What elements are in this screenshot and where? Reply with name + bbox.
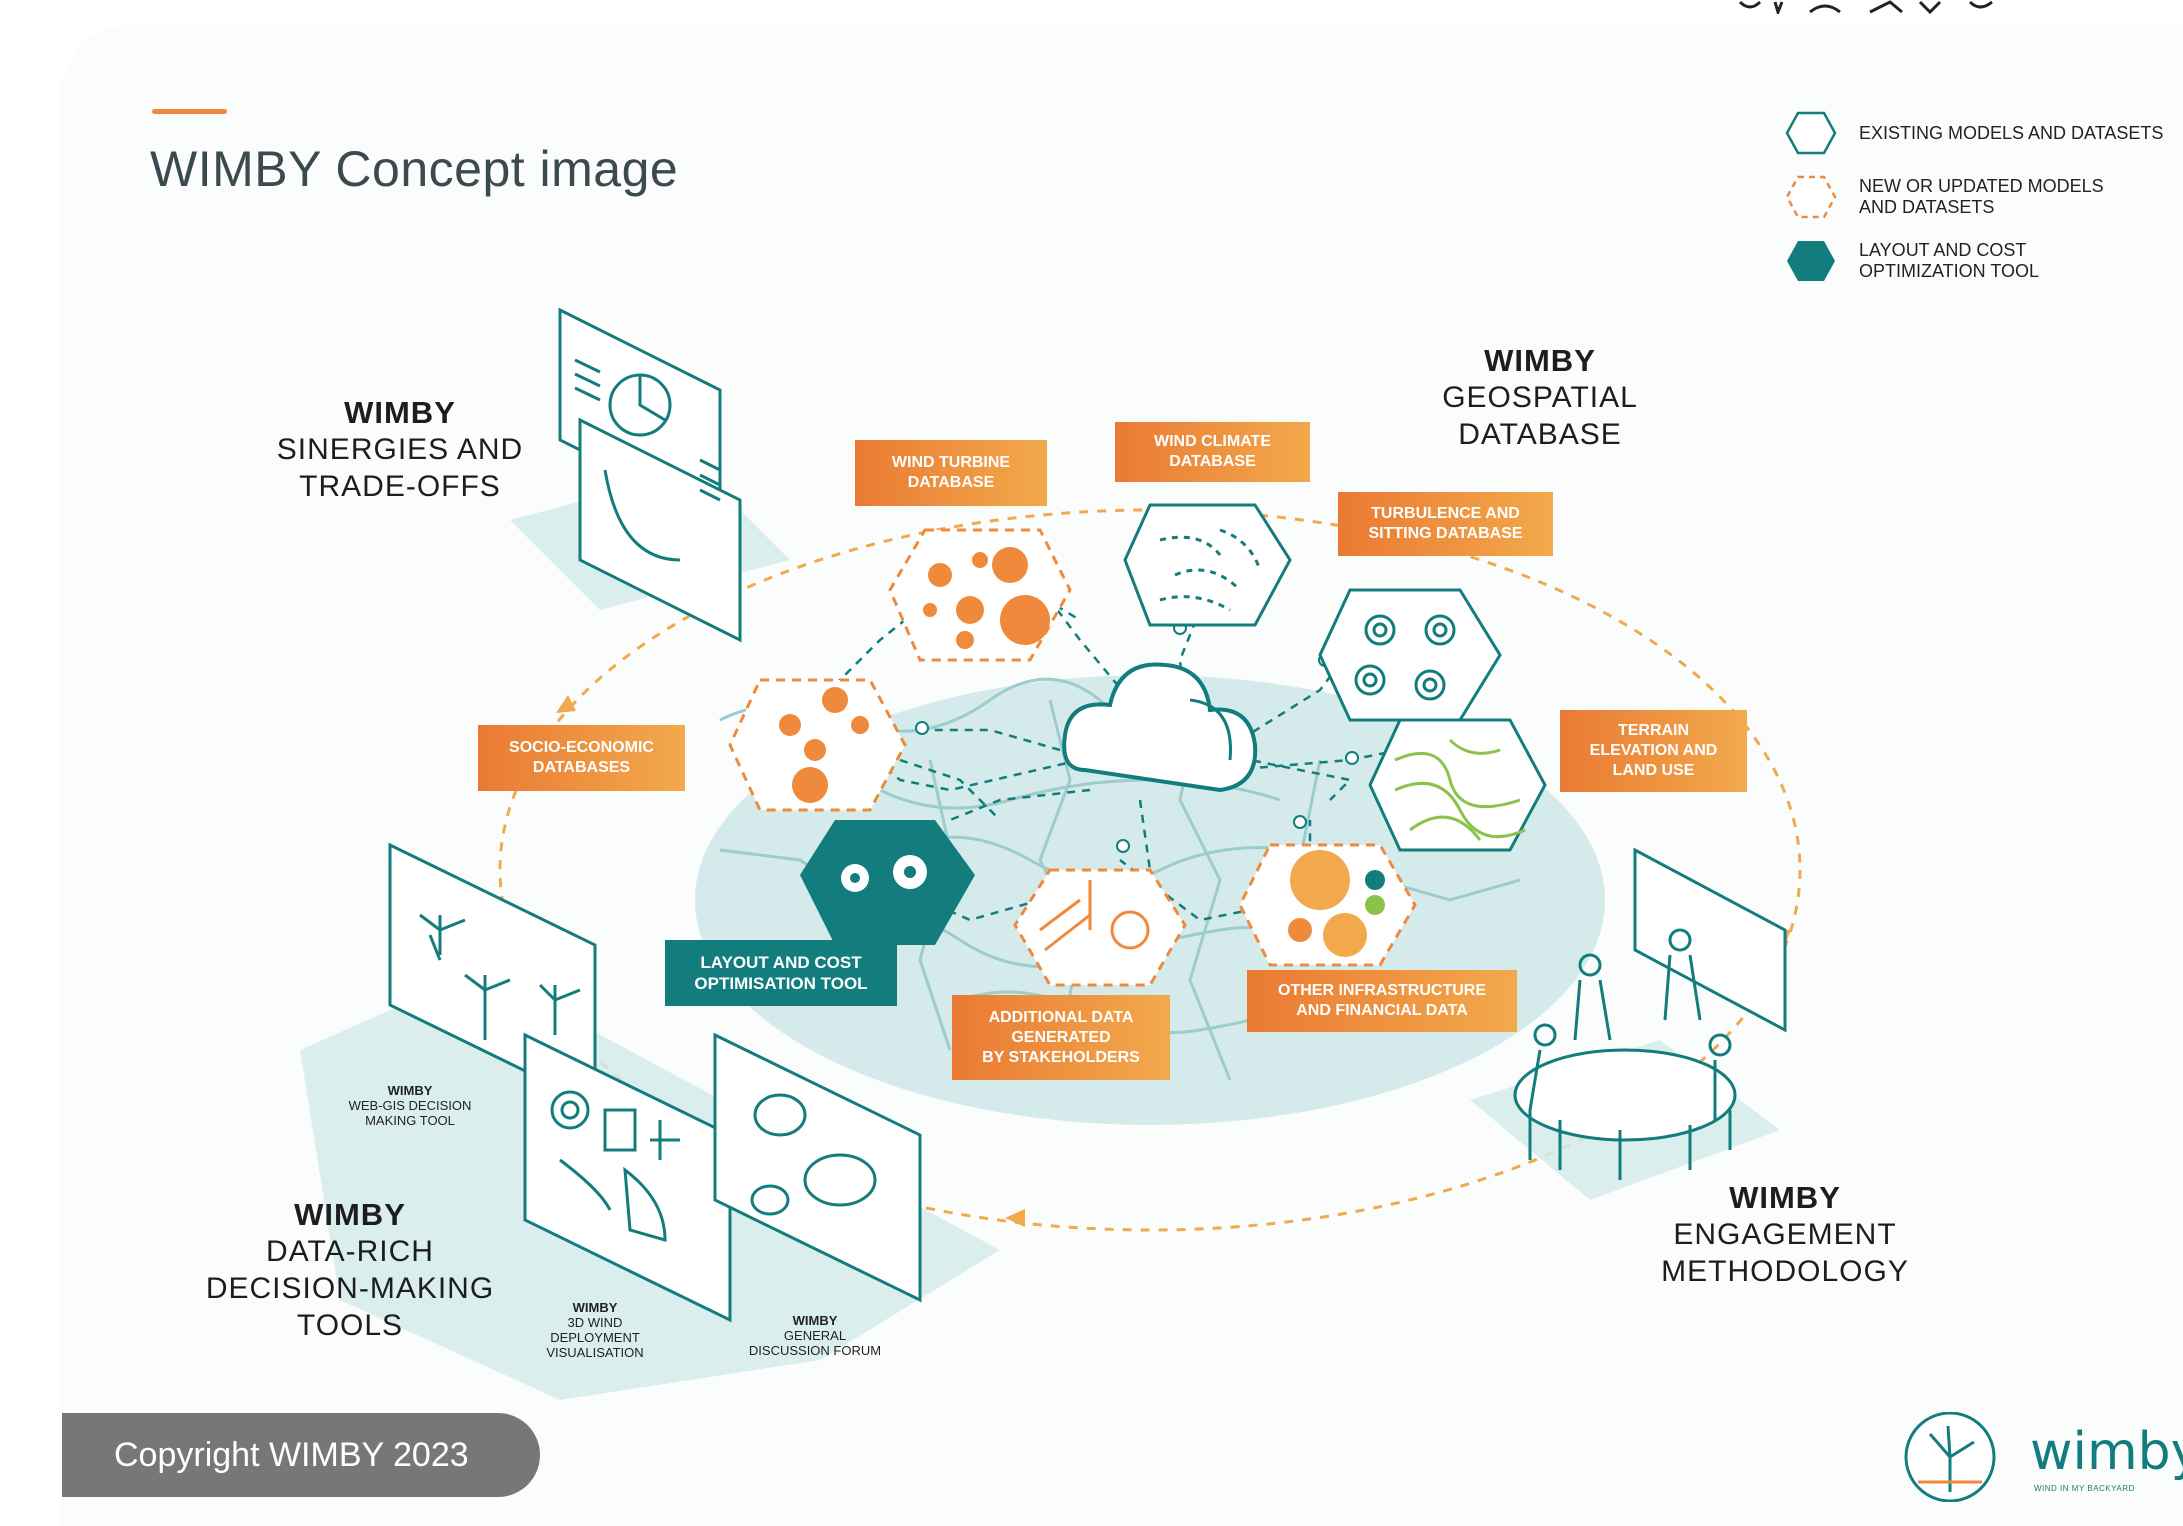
socio-economic-hexagon	[728, 678, 907, 812]
caption-brand: WIMBY	[792, 1313, 838, 1328]
section-line: TRADE-OFFS	[299, 470, 501, 503]
hexagon-dashed-icon	[1785, 175, 1837, 219]
section-geospatial: WIMBY GEOSPATIAL DATABASE	[1400, 343, 1680, 453]
section-tools: WIMBY DATA-RICH DECISION-MAKING TOOLS	[175, 1197, 525, 1344]
section-line: SINERGIES AND	[276, 433, 524, 466]
legend-new: NEW OR UPDATED MODELS AND DATASETS	[1785, 174, 2104, 220]
people-icons	[1528, 928, 1732, 1180]
section-line: ENGAGEMENT	[1673, 1218, 1897, 1251]
section-line: METHODOLOGY	[1661, 1255, 1909, 1288]
hexagon-outline-icon	[1785, 111, 1837, 155]
label-terrain: TERRAIN ELEVATION AND LAND USE	[1560, 710, 1747, 792]
flow-cycle-path	[498, 508, 1802, 1232]
wind-turbine-icon	[1928, 1425, 1975, 1492]
flow-arrowhead	[556, 695, 576, 713]
section-line: DATABASE	[1458, 418, 1622, 451]
wimby-logo	[1904, 1412, 1996, 1502]
legend-existing: EXISTING MODELS AND DATASETS	[1785, 110, 2163, 156]
cropped-top-graphic	[1730, 0, 2183, 14]
section-engagement: WIMBY ENGAGEMENT METHODOLOGY	[1640, 1180, 1930, 1290]
additional-data-hexagon	[1013, 868, 1187, 987]
legend-tool: LAYOUT AND COST OPTIMIZATION TOOL	[1785, 238, 2039, 284]
synergies-dashboard-panels	[558, 307, 742, 643]
layout-tool-hexagon	[800, 820, 975, 945]
section-line: TOOLS	[296, 1309, 404, 1342]
cloud-icon	[1062, 662, 1258, 793]
infrastructure-hexagon	[1238, 843, 1417, 967]
cloud-icon-detail	[1189, 698, 1232, 761]
section-line: DATA-RICH	[266, 1235, 434, 1268]
flow-arrowhead	[1005, 1209, 1025, 1227]
cropped-top-graphic-shapes	[1738, 0, 1993, 14]
page-title: WIMBY Concept image	[150, 141, 679, 197]
logo-tagline: WIND IN MY BACKYARD	[2034, 1484, 2135, 1493]
caption-text: WEB-GIS DECISION MAKING TOOL	[348, 1098, 472, 1128]
section-synergies: WIMBY SINERGIES AND TRADE-OFFS	[265, 395, 535, 505]
label-other-infrastructure: OTHER INFRASTRUCTURE AND FINANCIAL DATA	[1247, 970, 1517, 1032]
title-accent-bar	[152, 109, 227, 114]
synergies-chart-icons	[574, 358, 721, 562]
label-socio-economic: SOCIO-ECONOMIC DATABASES	[478, 725, 685, 791]
label-wind-turbine-database: WIND TURBINE DATABASE	[855, 440, 1047, 506]
caption-text: GENERAL DISCUSSION FORUM	[748, 1328, 882, 1358]
caption-text: 3D WIND DEPLOYMENT VISUALISATION	[546, 1315, 644, 1360]
label-additional-data: ADDITIONAL DATA GENERATED BY STAKEHOLDER…	[952, 995, 1170, 1080]
wind-climate-hexagon	[1123, 503, 1292, 627]
label-wind-climate-database: WIND CLIMATE DATABASE	[1115, 422, 1310, 482]
caption-brand: WIMBY	[572, 1300, 618, 1315]
label-turbulence-database: TURBULENCE AND SITTING DATABASE	[1338, 492, 1553, 556]
legend-label: EXISTING MODELS AND DATASETS	[1859, 122, 2164, 143]
turbulence-hexagon	[1318, 588, 1502, 722]
section-brand: WIMBY	[1729, 1180, 1841, 1215]
section-brand: WIMBY	[344, 395, 456, 430]
section-brand: WIMBY	[1484, 343, 1596, 378]
engagement-scene	[1513, 847, 1787, 1142]
legend-label: LAYOUT AND COST OPTIMIZATION TOOL	[1859, 240, 2040, 281]
section-brand: WIMBY	[294, 1197, 406, 1232]
wind-turbine-hexagon	[888, 528, 1072, 662]
legend-label: NEW OR UPDATED MODELS AND DATASETS	[1859, 176, 2104, 217]
hexagon-filled-icon	[1787, 241, 1835, 281]
label-layout-tool: LAYOUT AND COST OPTIMISATION TOOL	[665, 940, 897, 1006]
copyright-badge: Copyright WIMBY 2023	[62, 1413, 540, 1497]
section-line: GEOSPATIAL	[1442, 381, 1638, 414]
tool-panel-icons	[419, 913, 877, 1242]
logo-wordmark: wimby	[2030, 1422, 2183, 1482]
terrain-hexagon	[1368, 718, 1547, 852]
caption-brand: WIMBY	[387, 1083, 433, 1098]
section-line: DECISION-MAKING	[205, 1272, 495, 1305]
